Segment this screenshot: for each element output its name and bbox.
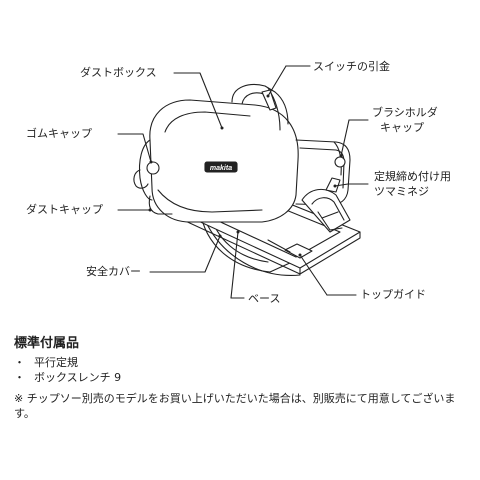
leader-rubber-cap xyxy=(117,133,152,163)
label-brush-holder-1: ブラシホルダ xyxy=(372,106,438,119)
accessories-title: 標準付属品 xyxy=(14,336,80,351)
accessory-label: ボックスレンチ 9 xyxy=(34,371,122,384)
label-locking-screw-2: ツマミネジ xyxy=(374,185,429,198)
rubber-cap xyxy=(146,161,160,175)
leader-safety-cover xyxy=(149,235,221,273)
switch-trigger xyxy=(261,89,277,111)
dust-box-body xyxy=(149,99,299,223)
locking-screw xyxy=(325,177,341,193)
standard-accessories: 標準付属品 ・平行定規 ・ボックスレンチ 9 ※ チップソー別売のモデルをお買い… xyxy=(14,332,470,421)
label-dust-cap: ダストキャップ xyxy=(26,203,103,216)
brand-badge xyxy=(204,161,238,173)
bullet: ・ xyxy=(14,371,25,384)
leader-dust-box xyxy=(173,72,223,129)
top-handle xyxy=(231,84,289,125)
brush-holder-cap xyxy=(334,156,346,168)
label-top-guide: トップガイド xyxy=(360,288,426,301)
label-locking-screw-1: 定規締め付け用 xyxy=(374,170,451,183)
label-safety-cover: 安全カバー xyxy=(86,265,141,278)
accessory-label: 平行定規 xyxy=(34,356,78,369)
accessory-item: ・平行定規 xyxy=(14,355,470,370)
blade-guard-rear xyxy=(301,188,351,233)
bullet: ・ xyxy=(14,356,25,369)
label-dust-box: ダストボックス xyxy=(80,66,157,79)
accessories-note: ※ チップソー別売のモデルをお買い上げいただいた場合は、別販売にて用意してござい… xyxy=(14,392,456,420)
circular-saw-illustration: makita xyxy=(117,65,369,299)
label-rubber-cap: ゴムキャップ xyxy=(26,127,92,140)
label-brush-holder-2: キャップ xyxy=(380,121,424,134)
brand-badge-text: makita xyxy=(210,165,232,172)
accessory-item: ・ボックスレンチ 9 xyxy=(14,370,470,385)
label-switch-trigger: スイッチの引金 xyxy=(313,60,390,73)
label-base: ベース xyxy=(248,292,281,305)
top-guide-part xyxy=(284,243,313,259)
saw-blade xyxy=(204,219,301,276)
